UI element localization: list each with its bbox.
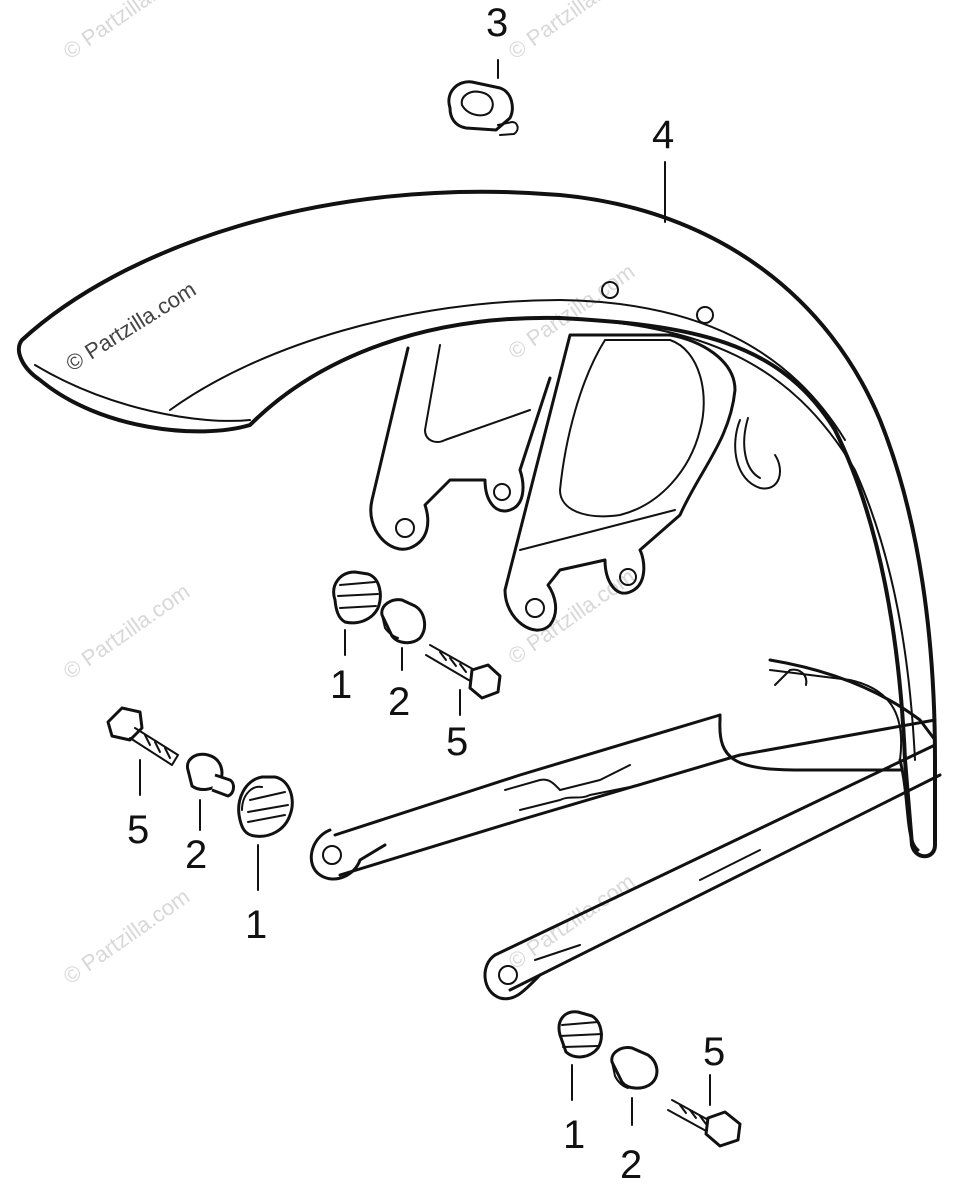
nut-part-3 xyxy=(447,59,519,136)
watermark-fender: © Partzilla.com xyxy=(61,276,200,376)
callout-left-bolt: 5 xyxy=(127,808,149,852)
callouts: 3 4 1 2 5 5 2 1 5 1 2 xyxy=(127,1,725,1187)
watermark-6: © Partzilla.com xyxy=(59,884,195,990)
bolt-mid-part-5 xyxy=(425,644,502,716)
callout-left-collar: 2 xyxy=(185,833,207,877)
callout-low-cushion: 1 xyxy=(563,1113,585,1157)
fender-stay xyxy=(309,658,942,1001)
watermark-5: © Partzilla.com xyxy=(504,564,640,670)
bolt-low-part-5 xyxy=(667,1074,742,1148)
collar-mid-part-2 xyxy=(380,598,427,671)
cushion-left-part-1 xyxy=(237,775,294,891)
cushion-mid-part-1 xyxy=(332,570,382,656)
bolt-left-part-5 xyxy=(106,706,179,796)
collar-left-part-2 xyxy=(185,752,235,831)
cushion-low-part-1 xyxy=(557,1010,603,1101)
callout-low-bolt: 5 xyxy=(703,1030,725,1074)
callout-mid-cushion: 1 xyxy=(330,663,352,707)
front-fender xyxy=(16,189,937,859)
fender-bracket-left xyxy=(369,344,552,551)
callout-fender: 4 xyxy=(652,113,674,157)
callout-left-cushion: 1 xyxy=(245,903,267,947)
fender-bracket-right xyxy=(503,333,781,632)
callout-nut: 3 xyxy=(486,1,508,45)
callout-mid-bolt: 5 xyxy=(446,720,468,764)
callout-low-collar: 2 xyxy=(620,1143,642,1187)
callout-mid-collar: 2 xyxy=(388,680,410,724)
watermark-1: © Partzilla.com xyxy=(59,0,195,64)
collar-low-part-2 xyxy=(610,1046,659,1126)
watermark-2: © Partzilla.com xyxy=(504,0,640,64)
watermark-3: © Partzilla.com xyxy=(504,259,640,365)
watermark-4: © Partzilla.com xyxy=(59,579,195,685)
